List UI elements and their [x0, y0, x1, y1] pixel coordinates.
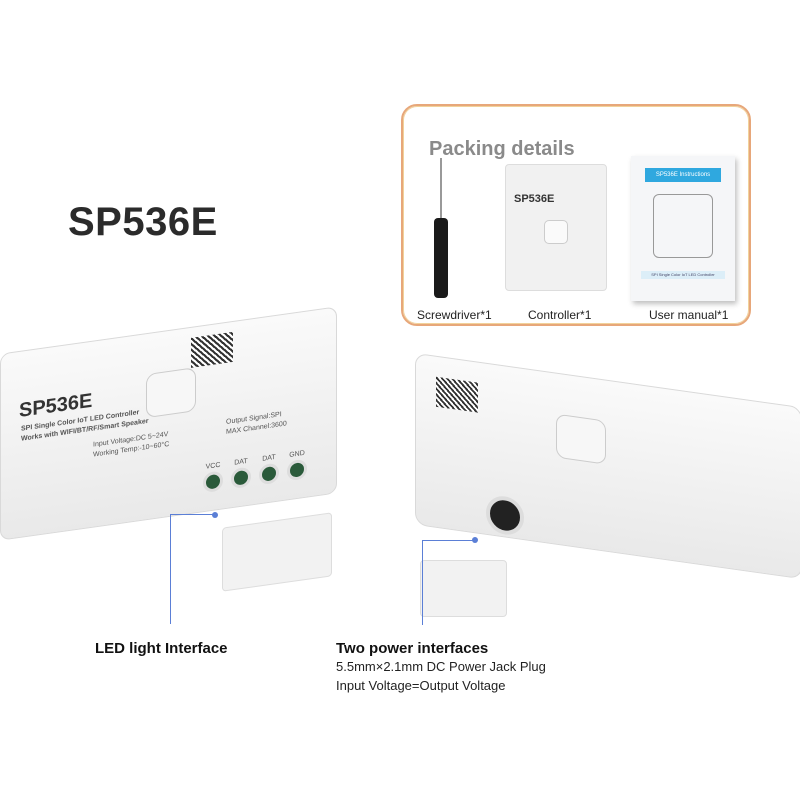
power-spec-2: Input Voltage=Output Voltage: [336, 678, 506, 693]
pin-hole: [203, 470, 223, 494]
dc-jack: [486, 493, 524, 538]
pin-label: DAT: [234, 457, 248, 467]
controller-model: SP536E: [514, 193, 555, 205]
caption-manual: User manual*1: [649, 308, 729, 322]
pin-dat-2: DAT: [257, 453, 281, 486]
led-pins: VCC DAT DAT GND: [201, 449, 309, 494]
led-callout-line: [170, 514, 214, 515]
power-callout-line: [422, 540, 474, 541]
pin-label: DAT: [262, 453, 276, 463]
controller-side-photo: [415, 352, 800, 580]
packing-details-panel: Packing details SP536E SP536E Instructio…: [401, 104, 751, 326]
caption-screwdriver: Screwdriver*1: [417, 308, 492, 322]
pin-vcc: VCC: [201, 461, 225, 494]
pin-label: VCC: [205, 461, 221, 471]
pin-dat-1: DAT: [229, 457, 253, 490]
pin-hole: [259, 462, 279, 486]
pin-gnd: GND: [285, 449, 309, 482]
led-callout-dot: [212, 512, 218, 518]
power-callout-line-v: [422, 540, 423, 625]
controller-image: SP536E: [505, 164, 607, 291]
user-manual-image: SP536E Instructions SPI Single Color IoT…: [631, 156, 735, 301]
pin-hole: [287, 458, 307, 482]
power-callout-dot: [472, 537, 478, 543]
manual-strip: SPI Single Color IoT LED Controller: [641, 271, 725, 279]
mounting-tab-right: [420, 560, 507, 617]
mounting-tab: [222, 512, 332, 592]
power-spec-1: 5.5mm×2.1mm DC Power Jack Plug: [336, 659, 546, 674]
power-interface-label: Two power interfaces: [336, 640, 489, 657]
led-callout-line-v: [170, 514, 171, 624]
manual-header: SP536E Instructions: [645, 168, 721, 182]
pin-label: GND: [289, 449, 305, 460]
screwdriver-image: [431, 158, 451, 303]
controller-front-photo: SP536E SPI Single Color IoT LED Controll…: [0, 306, 337, 541]
pin-hole: [231, 466, 251, 490]
packing-heading: Packing details: [429, 138, 575, 160]
led-interface-label: LED light Interface: [95, 640, 228, 657]
caption-controller: Controller*1: [528, 308, 592, 322]
product-title: SP536E: [68, 200, 218, 244]
